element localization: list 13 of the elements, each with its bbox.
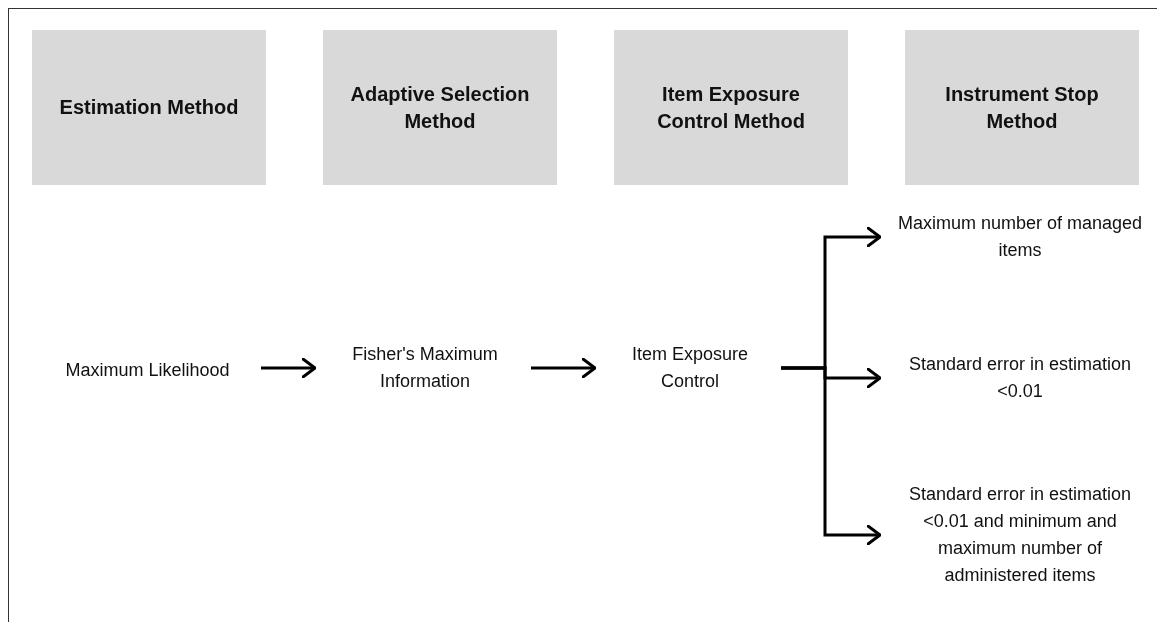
arrow — [261, 357, 317, 379]
node-text: Standard error in estimation <0.01 and minimum and maximum number of administered items — [890, 455, 1150, 615]
node-text: Item Exposure Control — [605, 336, 775, 400]
arrow — [531, 357, 597, 379]
arrow — [781, 366, 882, 546]
column-header: Adaptive Selection Method — [323, 30, 557, 185]
column-header: Instrument Stop Method — [905, 30, 1139, 185]
node-text: Maximum Likelihood — [40, 350, 255, 390]
node-text: Maximum number of managed items — [890, 205, 1150, 269]
node-text: Fisher's Maximum Information — [325, 336, 525, 400]
column-header: Estimation Method — [32, 30, 266, 185]
node-text: Standard error in estimation <0.01 — [890, 346, 1150, 410]
column-header: Item Exposure Control Method — [614, 30, 848, 185]
